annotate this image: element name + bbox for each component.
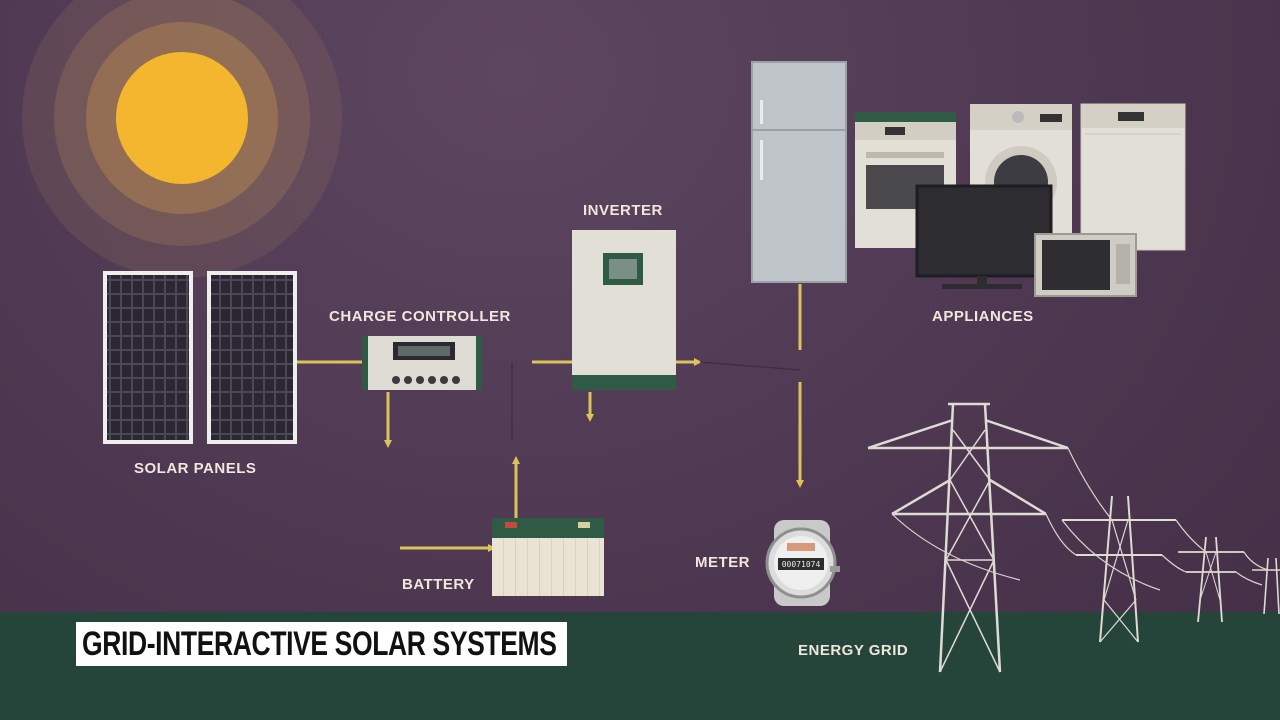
refrigerator-icon [751,61,847,283]
solar-panels [103,271,297,444]
dishwasher-icon [1080,103,1186,251]
inverter [572,230,676,390]
energy-grid-label: ENERGY GRID [798,642,909,659]
television-icon [915,184,1053,289]
battery-label: BATTERY [402,576,475,593]
caption-box: GRID-INTERACTIVE SOLAR SYSTEMS [76,622,567,666]
battery [492,518,604,596]
meter-reading: 00071074 [782,560,821,569]
appliances [751,61,1186,297]
meter-label: METER [695,554,750,571]
charge-controller [362,336,482,390]
appliances-label: APPLIANCES [932,308,1034,325]
meter: 00071074 [765,520,840,606]
caption-title: GRID-INTERACTIVE SOLAR SYSTEMS [82,624,557,663]
microwave-icon [1034,233,1137,297]
charge-controller-label: CHARGE CONTROLLER [329,308,511,325]
sun-icon [22,0,342,278]
energy-grid-towers [867,402,1280,673]
wires [297,284,804,552]
inverter-label: INVERTER [583,202,663,219]
solar-panels-label: SOLAR PANELS [134,460,257,477]
